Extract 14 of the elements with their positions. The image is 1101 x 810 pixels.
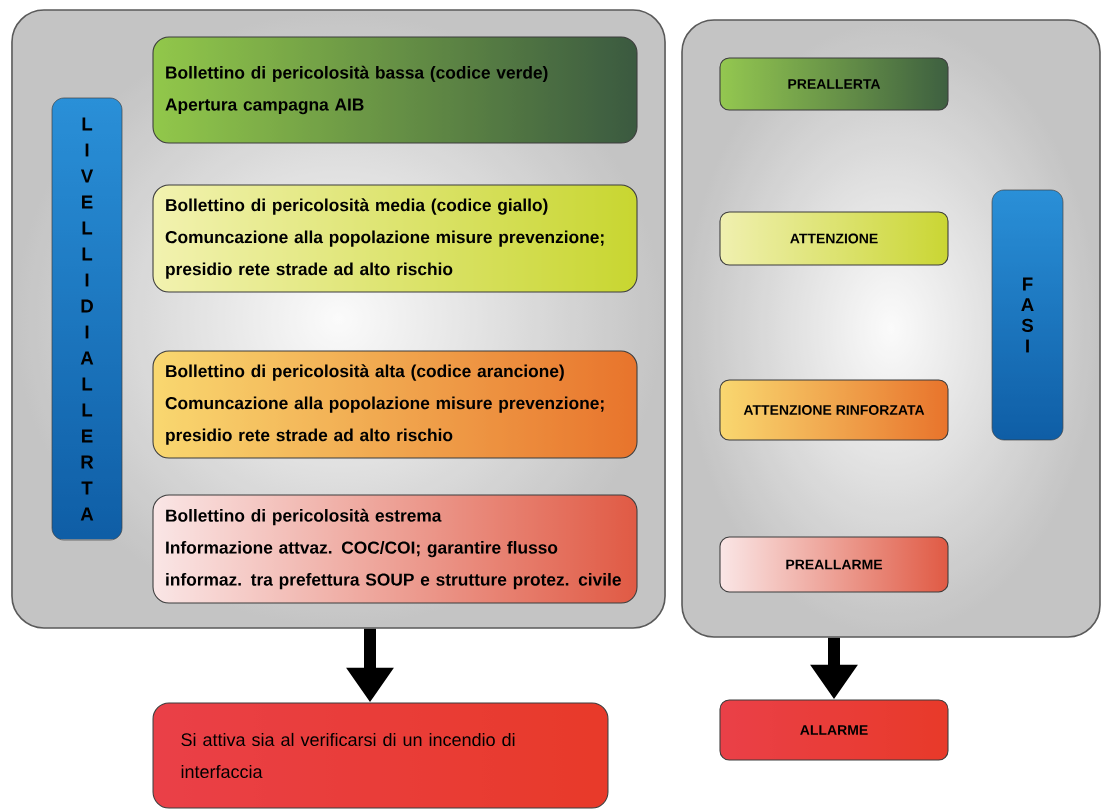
vertical-label-bar: FASI <box>991 189 1064 441</box>
panel <box>11 9 666 629</box>
info-box: Bollettino di pericolosità alta (codice arancione) Comuncazione alla popolazione misure prevenzione; presidio rete strade ad alto rischio <box>152 350 638 459</box>
info-box: Bollettino di pericolosità media (codice giallo) Comuncazione alla popolazione misure prevenzione; presidio rete strade ad alto rischio <box>152 184 638 293</box>
vertical-label-bar: LIVELLI DI ALLERTA <box>51 97 123 541</box>
phase-box: PREALLERTA <box>719 57 949 111</box>
info-box: Bollettino di pericolosità estrema Informazione attvaz. COC/COI; garantire flusso informaz. tra prefettura SOUP e strutture protez. civile <box>152 494 638 604</box>
info-box: Si attiva sia al verificarsi di un incendio di interfaccia <box>152 702 609 809</box>
phase-box: PREALLARME <box>719 536 949 593</box>
phase-box: ATTENZIONE RINFORZATA <box>719 379 949 441</box>
info-box: Bollettino di pericolosità bassa (codice verde) Apertura campagna AIB <box>152 36 638 144</box>
phase-box: ATTENZIONE <box>719 211 949 266</box>
panel <box>681 19 1101 638</box>
phase-box: ALLARME <box>719 699 949 761</box>
